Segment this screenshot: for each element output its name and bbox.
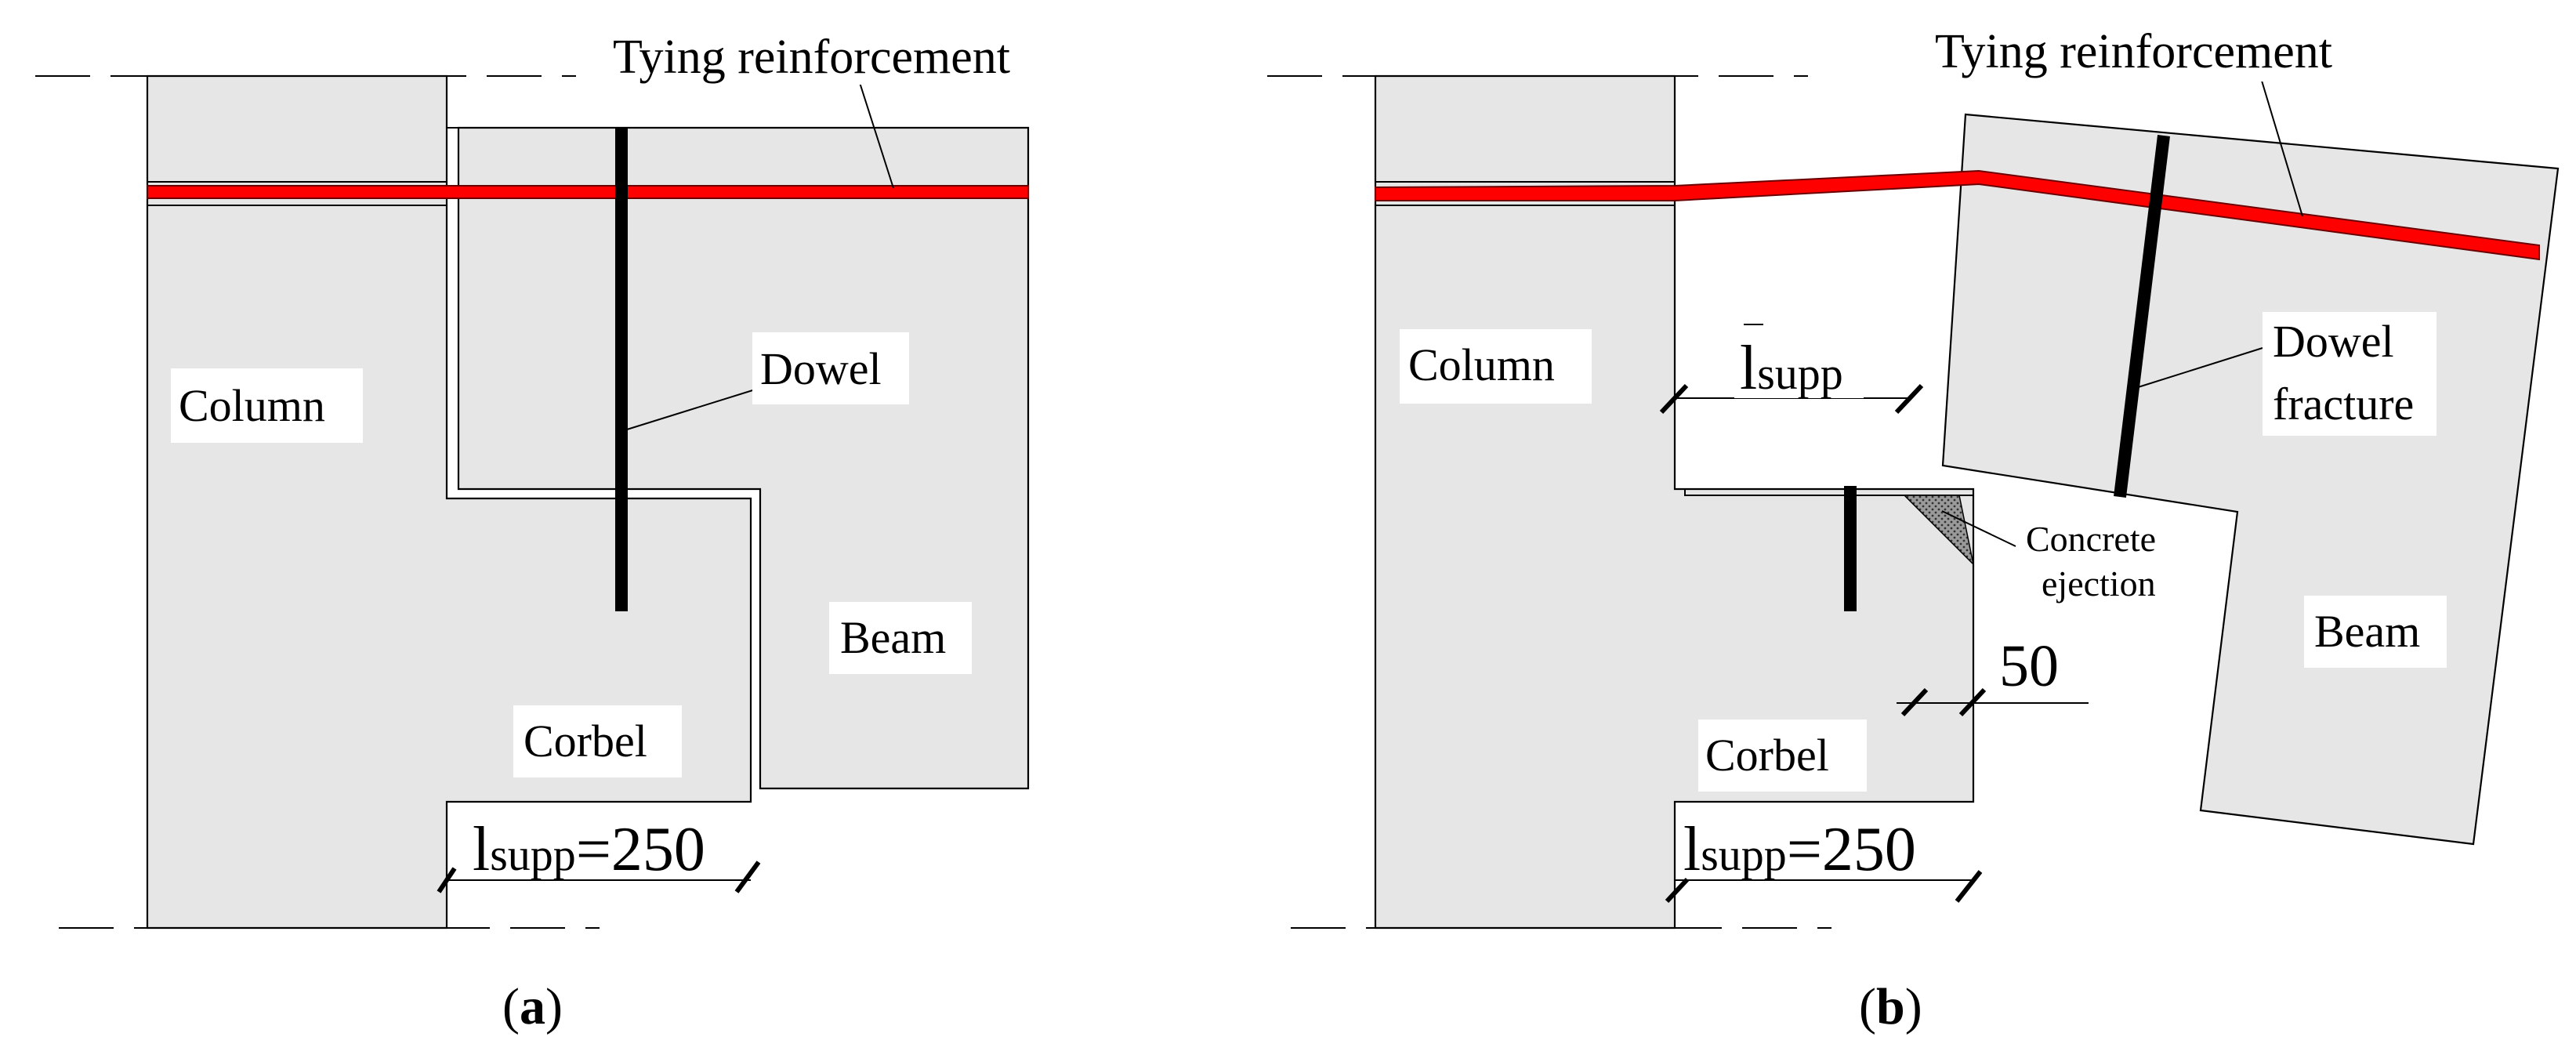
- dowel-label-bg-a: [752, 332, 909, 404]
- column-label-a: Column: [179, 380, 325, 431]
- panel-letter-b: b: [1876, 978, 1905, 1035]
- lbar-sub-b: supp: [1757, 348, 1843, 399]
- lbar-l-b: l: [1740, 334, 1757, 403]
- beam-label-b: Beam: [2314, 606, 2420, 657]
- beam-label-a: Beam: [840, 612, 946, 663]
- panel-open-b: (: [1859, 978, 1876, 1035]
- panel-b: Tying reinforcement Column lsupp Dowel f…: [1267, 24, 2560, 1035]
- concrete-ejection-label-bg-b: [2018, 513, 2187, 611]
- lsupp-l-a: l: [473, 815, 490, 884]
- dim-50-label-b: 50: [1999, 633, 2059, 699]
- tying-reinforcement-b: [1375, 169, 2540, 261]
- tying-leader-a: [856, 72, 894, 189]
- lsupp-tick-right-a: [734, 861, 761, 893]
- lsupp-value-a: =250: [576, 815, 705, 884]
- lsupp-tick-right-b: [1955, 870, 1983, 903]
- dowel-label-a: Dowel: [760, 343, 882, 394]
- corbel-label-a: Corbel: [524, 716, 647, 767]
- beam-b: [1941, 113, 2560, 846]
- lbar-tick-left-b: [1659, 383, 1689, 415]
- lsupp-tick-left-b: [1665, 877, 1690, 904]
- panel-letter-a: a: [520, 978, 545, 1035]
- joint-gap-a: [447, 127, 459, 489]
- column-label-bg-a: [171, 368, 363, 443]
- dowel-fracture-label-bg-b: [2263, 312, 2437, 436]
- dowel-fractured-upper-b: [2114, 135, 2170, 498]
- tying-reinforcement-label-a: Tying reinforcement: [613, 31, 1010, 84]
- dim-50-tick-left-b: [1900, 687, 1929, 717]
- panel-label-a: (a): [502, 978, 563, 1035]
- beam-label-bg-a: [829, 602, 972, 674]
- lsupp-sub-a: supp: [490, 829, 576, 880]
- lbar-label-bg-b: [1734, 337, 1864, 398]
- dowel-fracture-leader-b: [2132, 347, 2263, 390]
- panel-label-b: (b): [1859, 978, 1922, 1035]
- tying-reinforcement-label-b: Tying reinforcement: [1935, 25, 2332, 78]
- tying-leader-b: [2256, 64, 2303, 217]
- corbel-top-plate-b: [1684, 488, 1974, 496]
- lbar-tick-right-b: [1894, 383, 1924, 415]
- corbel-label-b: Corbel: [1705, 730, 1829, 781]
- lsupp-value-b: =250: [1787, 815, 1916, 884]
- panel-open-a: (: [502, 978, 520, 1035]
- dowel-fracture-label-1-b: Dowel: [2273, 316, 2394, 367]
- concrete-ejection-hatch-b: [1903, 495, 1975, 567]
- lsupp-tick-left-a: [437, 867, 457, 893]
- panel-a: Tying reinforcement Column Dowel Beam Co…: [35, 24, 1052, 1035]
- lsupp-l-b: l: [1683, 815, 1701, 884]
- tying-label-bg-a: [605, 24, 1052, 85]
- tying-label-bg-b: [1929, 24, 2378, 82]
- dowel-fracture-label-2-b: fracture: [2273, 379, 2414, 429]
- lsupp-label-b: lsupp=250: [1683, 815, 1916, 884]
- tying-reinforcement-a: [147, 185, 1029, 199]
- lsupp-sub-b: supp: [1701, 829, 1787, 880]
- column-b: [1374, 74, 1975, 930]
- corbel-label-bg-a: [513, 705, 682, 777]
- corbel-label-bg-b: [1698, 719, 1867, 792]
- column-label-bg-b: [1400, 329, 1592, 404]
- lsupp-label-a: lsupp=250: [473, 815, 705, 884]
- concrete-ejection-label-1-b: Concrete: [2026, 519, 2156, 559]
- beam-label-bg-b: [2304, 596, 2447, 668]
- dowel-leader-a: [626, 387, 761, 430]
- lbar-label-b: lsupp: [1740, 334, 1843, 403]
- dim-50-tick-right-b: [1958, 687, 1987, 717]
- column-label-b: Column: [1408, 339, 1555, 390]
- panel-close-a: ): [545, 978, 563, 1035]
- concrete-ejection-leader-b: [1941, 510, 2016, 547]
- panel-close-b: ): [1905, 978, 1922, 1035]
- concrete-ejection-label-2-b: ejection: [2042, 564, 2156, 603]
